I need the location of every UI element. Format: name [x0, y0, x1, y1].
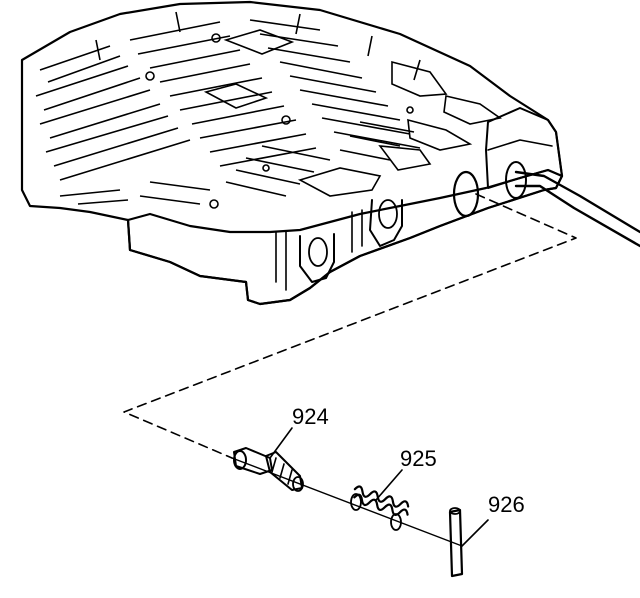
callout-926: 926: [461, 492, 525, 547]
label-924: 924: [292, 404, 329, 429]
channel-pattern: [35, 11, 502, 209]
wire-harness: [514, 170, 640, 248]
label-925: 925: [400, 446, 437, 471]
valve-body-casting: [20, 0, 640, 306]
part-pin: [448, 507, 464, 578]
bore-openings: [275, 161, 527, 291]
part-valve: [233, 447, 304, 492]
part-spring: [350, 485, 410, 531]
callout-925: 925: [375, 446, 437, 501]
label-926: 926: [488, 492, 525, 517]
callout-924: 924: [269, 404, 329, 459]
